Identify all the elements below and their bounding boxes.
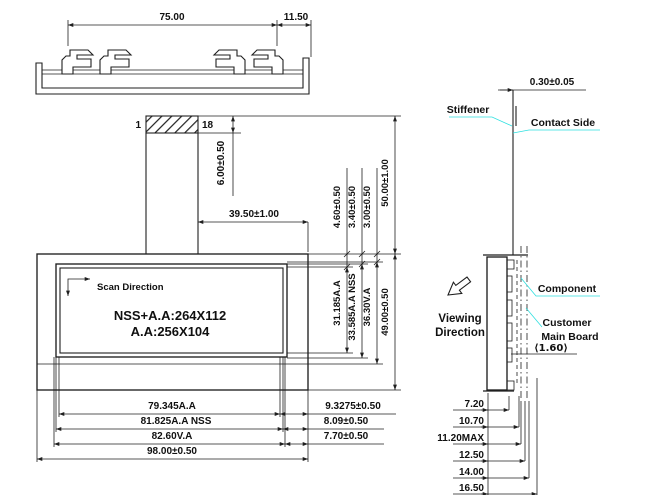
component-leader-line [520,277,600,297]
component-label: Component [538,283,597,295]
viewing-direction-arrow-icon [447,276,472,296]
dim-fpc-thickness: 0.30±0.05 [530,77,575,88]
viewing-direction-label-line1: Viewing [438,313,481,325]
bottom-dimension-lines [37,412,396,461]
frame-clip [99,49,133,75]
dim-fpc-offset: 39.50±1.00 [229,209,279,220]
dim-aa-right-margin: 9.3275±0.50 [325,401,381,412]
frame-clip [250,49,284,75]
dim-board-thickness: ⟨1.60⟩ [534,343,568,354]
dim-module-width: 98.00±0.50 [147,446,197,457]
dim-frame-width: 75.00 [159,12,184,23]
vertical-dimension-lines [343,116,397,390]
dim-frame-tab: 11.50 [284,12,309,23]
dim-va-height: 36.30V.A [362,287,373,326]
contact-side-leader-line [512,129,600,134]
customer-board-label-line2: Main Board [541,331,598,343]
frame-clips [61,49,284,75]
display-window-outer [55,263,288,358]
pin-18-label: 18 [202,120,214,131]
dim-contact-length: 6.00±0.50 [216,140,227,185]
frame-clip [61,49,95,75]
thickness-dimension-lines [453,408,537,495]
dim-module-height: 49.00±0.50 [380,288,391,335]
dim-nss-width: 81.825A.A NSS [141,416,212,427]
module-side-body [486,256,508,391]
top-view-cross-section: 75.00 11.50 [35,12,312,95]
frame-clip [212,49,246,75]
thickness-extension-lines [487,378,538,495]
bottom-extension-lines [36,357,309,462]
frame-profile-outline [35,57,310,95]
stiffener-leader-line [449,116,513,127]
viewing-direction-label-line2: Direction [435,327,485,339]
fpc-contact-hatch [145,115,199,134]
contact-side-label: Contact Side [531,117,595,129]
stiffener-label: Stiffener [447,104,490,116]
module-back-features [506,259,515,391]
dim-va-right-margin: 7.70±0.50 [324,431,369,442]
dim-aa-width: 79.345A.A [148,401,196,412]
customer-board-label-line1: Customer [542,317,591,329]
dim-thickness-1: 7.20 [465,399,485,410]
pin-1-label: 1 [135,120,141,131]
display-window-inner [59,267,284,354]
dim-aa-height: 31.185A.A [332,280,343,326]
scan-direction-arrow-icon [66,277,90,296]
dim-thickness-2: 10.70 [459,416,484,427]
dim-fpc-length: 50.00±1.00 [380,159,391,206]
display-resolution-line2: A.A:256X104 [131,324,211,339]
scan-direction-label: Scan Direction [97,282,164,293]
dim-thickness-4: 12.50 [459,450,484,461]
dim-thickness-6: 16.50 [459,483,484,494]
dim-va-top-margin: 3.00±0.50 [362,186,373,228]
side-view: 0.30±0.05 Stiffener Contact Side Compone… [435,77,600,495]
front-view: 1 18 6.00±0.50 39.50±1.00 Scan Direction… [36,115,401,462]
dim-aa-top-margin: 4.60±0.50 [332,186,343,228]
dim-thickness-5: 14.00 [459,467,484,478]
dim-nss-top-margin: 3.40±0.50 [347,186,358,228]
right-extension-lines [287,253,401,391]
customer-board-leader-line [525,307,543,328]
module-outline [36,253,309,391]
dim-va-width: 82.60V.A [152,431,193,442]
dim-nss-right-margin: 8.09±0.50 [324,416,369,427]
dim-nss-height: 33.585A.A NSS [347,273,358,340]
dim-thickness-3: 11.20MAX [437,433,484,444]
display-resolution-line1: NSS+A.A:264X112 [114,308,226,323]
